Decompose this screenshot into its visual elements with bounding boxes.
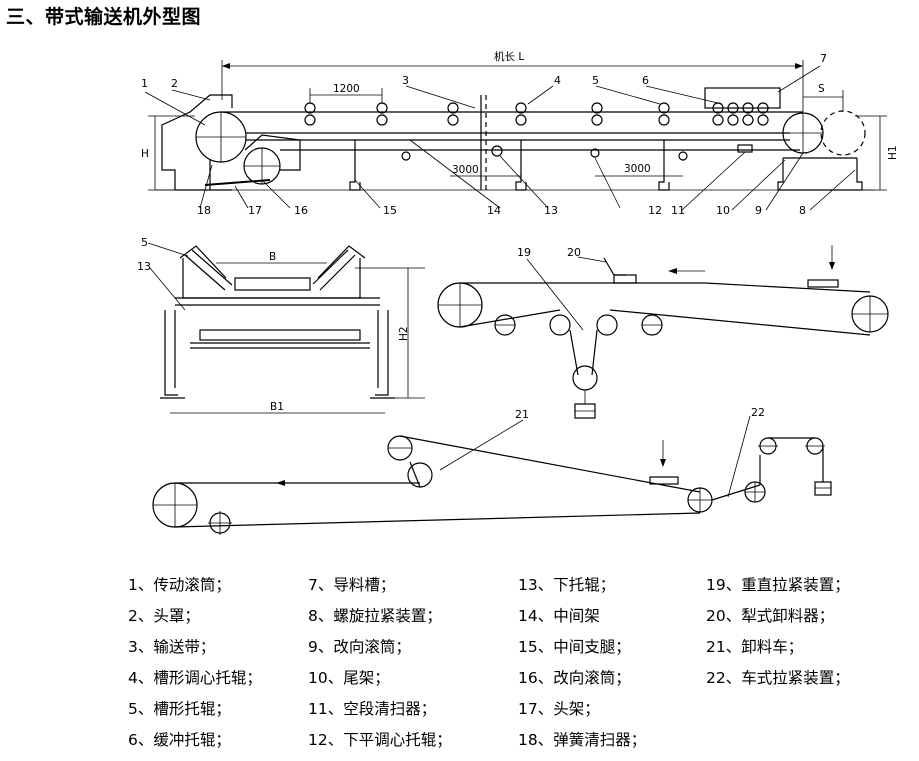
side-view: 机长 L 1200 H H1 S — [141, 50, 899, 217]
dim-3000-b: 3000 — [624, 163, 651, 175]
callout-17: 17 — [248, 204, 262, 217]
callout-22: 22 — [751, 406, 765, 419]
legend-item: 15、中间支腿； — [518, 638, 631, 656]
legend-item: 14、中间架 — [518, 607, 600, 625]
legend-item: 18、弹簧清扫器； — [518, 731, 647, 749]
legend-item: 12、下平调心托辊； — [308, 731, 452, 749]
legend-item: 19、重直拉紧装置； — [706, 576, 850, 594]
callout-1: 1 — [141, 77, 148, 90]
callout-3: 3 — [402, 74, 409, 87]
legend-item: 3、输送带； — [128, 638, 216, 656]
dim-h2: H2 — [398, 326, 410, 341]
legend-item: 5、槽形托辊； — [128, 700, 231, 718]
legend-item: 11、空段清扫器； — [308, 700, 437, 718]
dim-b: B — [269, 251, 276, 263]
callout-12: 12 — [648, 204, 662, 217]
dim-h: H — [141, 148, 149, 160]
dim-s: S — [818, 83, 825, 95]
side-view-callouts: 1 2 3 4 5 6 7 8 9 10 11 12 13 — [141, 52, 856, 217]
cross-section: B B1 H2 5 13 — [137, 236, 425, 414]
legend-item: 2、头罩； — [128, 607, 200, 625]
callout-20: 20 — [567, 246, 581, 259]
callout-section-5: 5 — [141, 236, 148, 249]
legend-item: 13、下托辊； — [518, 576, 616, 594]
callout-9: 9 — [755, 204, 762, 217]
conveyor-diagram: 机长 L 1200 H H1 S — [137, 50, 899, 535]
legend-item: 7、导料槽； — [308, 576, 396, 594]
legend-item: 9、改向滚筒； — [308, 638, 411, 656]
take-up-diagram: 19 20 — [437, 245, 889, 419]
dim-1200: 1200 — [333, 83, 360, 95]
callout-16: 16 — [294, 204, 308, 217]
legend-item: 21、卸料车； — [706, 638, 804, 656]
callout-5: 5 — [592, 74, 599, 87]
callout-14: 14 — [487, 204, 501, 217]
legend-item: 8、螺旋拉紧装置； — [308, 607, 442, 625]
callout-19: 19 — [517, 246, 531, 259]
callout-10: 10 — [716, 204, 730, 217]
callout-18: 18 — [197, 204, 211, 217]
callout-7: 7 — [820, 52, 827, 65]
legend-item: 10、尾架； — [308, 669, 390, 687]
callout-11: 11 — [671, 204, 685, 217]
callout-2: 2 — [171, 77, 178, 90]
legend-item: 17、头架； — [518, 700, 600, 718]
callout-section-13: 13 — [137, 260, 151, 273]
legend-item: 6、缓冲托辊； — [128, 731, 231, 749]
callout-8: 8 — [799, 204, 806, 217]
legend-item: 4、槽形调心托辊； — [128, 669, 262, 687]
tripper-diagram: 21 22 — [152, 406, 832, 535]
legend-item: 22、车式拉紧装置； — [706, 669, 850, 687]
dim-3000-a: 3000 — [452, 164, 479, 176]
callout-21: 21 — [515, 408, 529, 421]
legend: 1、传动滚筒； 2、头罩； 3、输送带； 4、槽形调心托辊； 5、槽形托辊； 6… — [128, 573, 908, 759]
callout-4: 4 — [554, 74, 561, 87]
legend-item: 20、犁式卸料器； — [706, 607, 835, 625]
carrying-idlers — [304, 102, 769, 126]
page-title: 三、带式输送机外型图 — [6, 6, 202, 28]
callout-6: 6 — [642, 74, 649, 87]
callout-13: 13 — [544, 204, 558, 217]
callout-15: 15 — [383, 204, 397, 217]
dim-b1: B1 — [270, 401, 284, 413]
legend-item: 16、改向滚筒； — [518, 669, 631, 687]
legend-item: 1、传动滚筒； — [128, 576, 231, 594]
dim-h1: H1 — [887, 145, 899, 160]
dim-machine-length: 机长 L — [494, 50, 524, 63]
